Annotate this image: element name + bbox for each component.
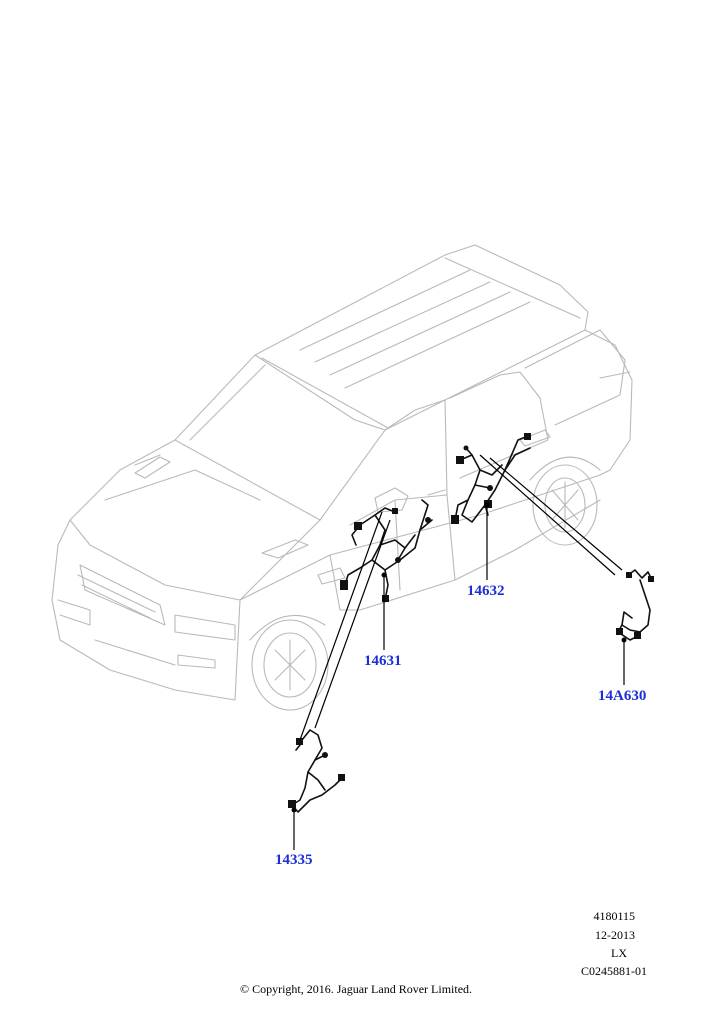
harness-front-door: [344, 499, 433, 601]
leader-lines: [293, 454, 625, 850]
drawing-date: 12-2013: [595, 928, 635, 942]
vehicle-outline: [51, 244, 633, 711]
leader-anchors: [291, 502, 627, 813]
drawing-code: C0245881-01: [581, 964, 647, 978]
part-link-14632[interactable]: 14632: [467, 583, 505, 599]
copyright-notice: © Copyright, 2016. Jaguar Land Rover Lim…: [239, 982, 473, 996]
model-code: LX: [611, 946, 627, 960]
illustration-number: 4180115: [593, 909, 635, 923]
part-link-14631[interactable]: 14631: [364, 653, 402, 669]
harness-14335-connectors: [288, 738, 345, 808]
harness-14a630: [617, 569, 653, 641]
part-link-14a630[interactable]: 14A630: [598, 688, 647, 704]
part-link-14335[interactable]: 14335: [275, 852, 313, 868]
harness-14a630-connectors: [616, 572, 654, 639]
harness-front-door-connectors: [340, 508, 431, 602]
